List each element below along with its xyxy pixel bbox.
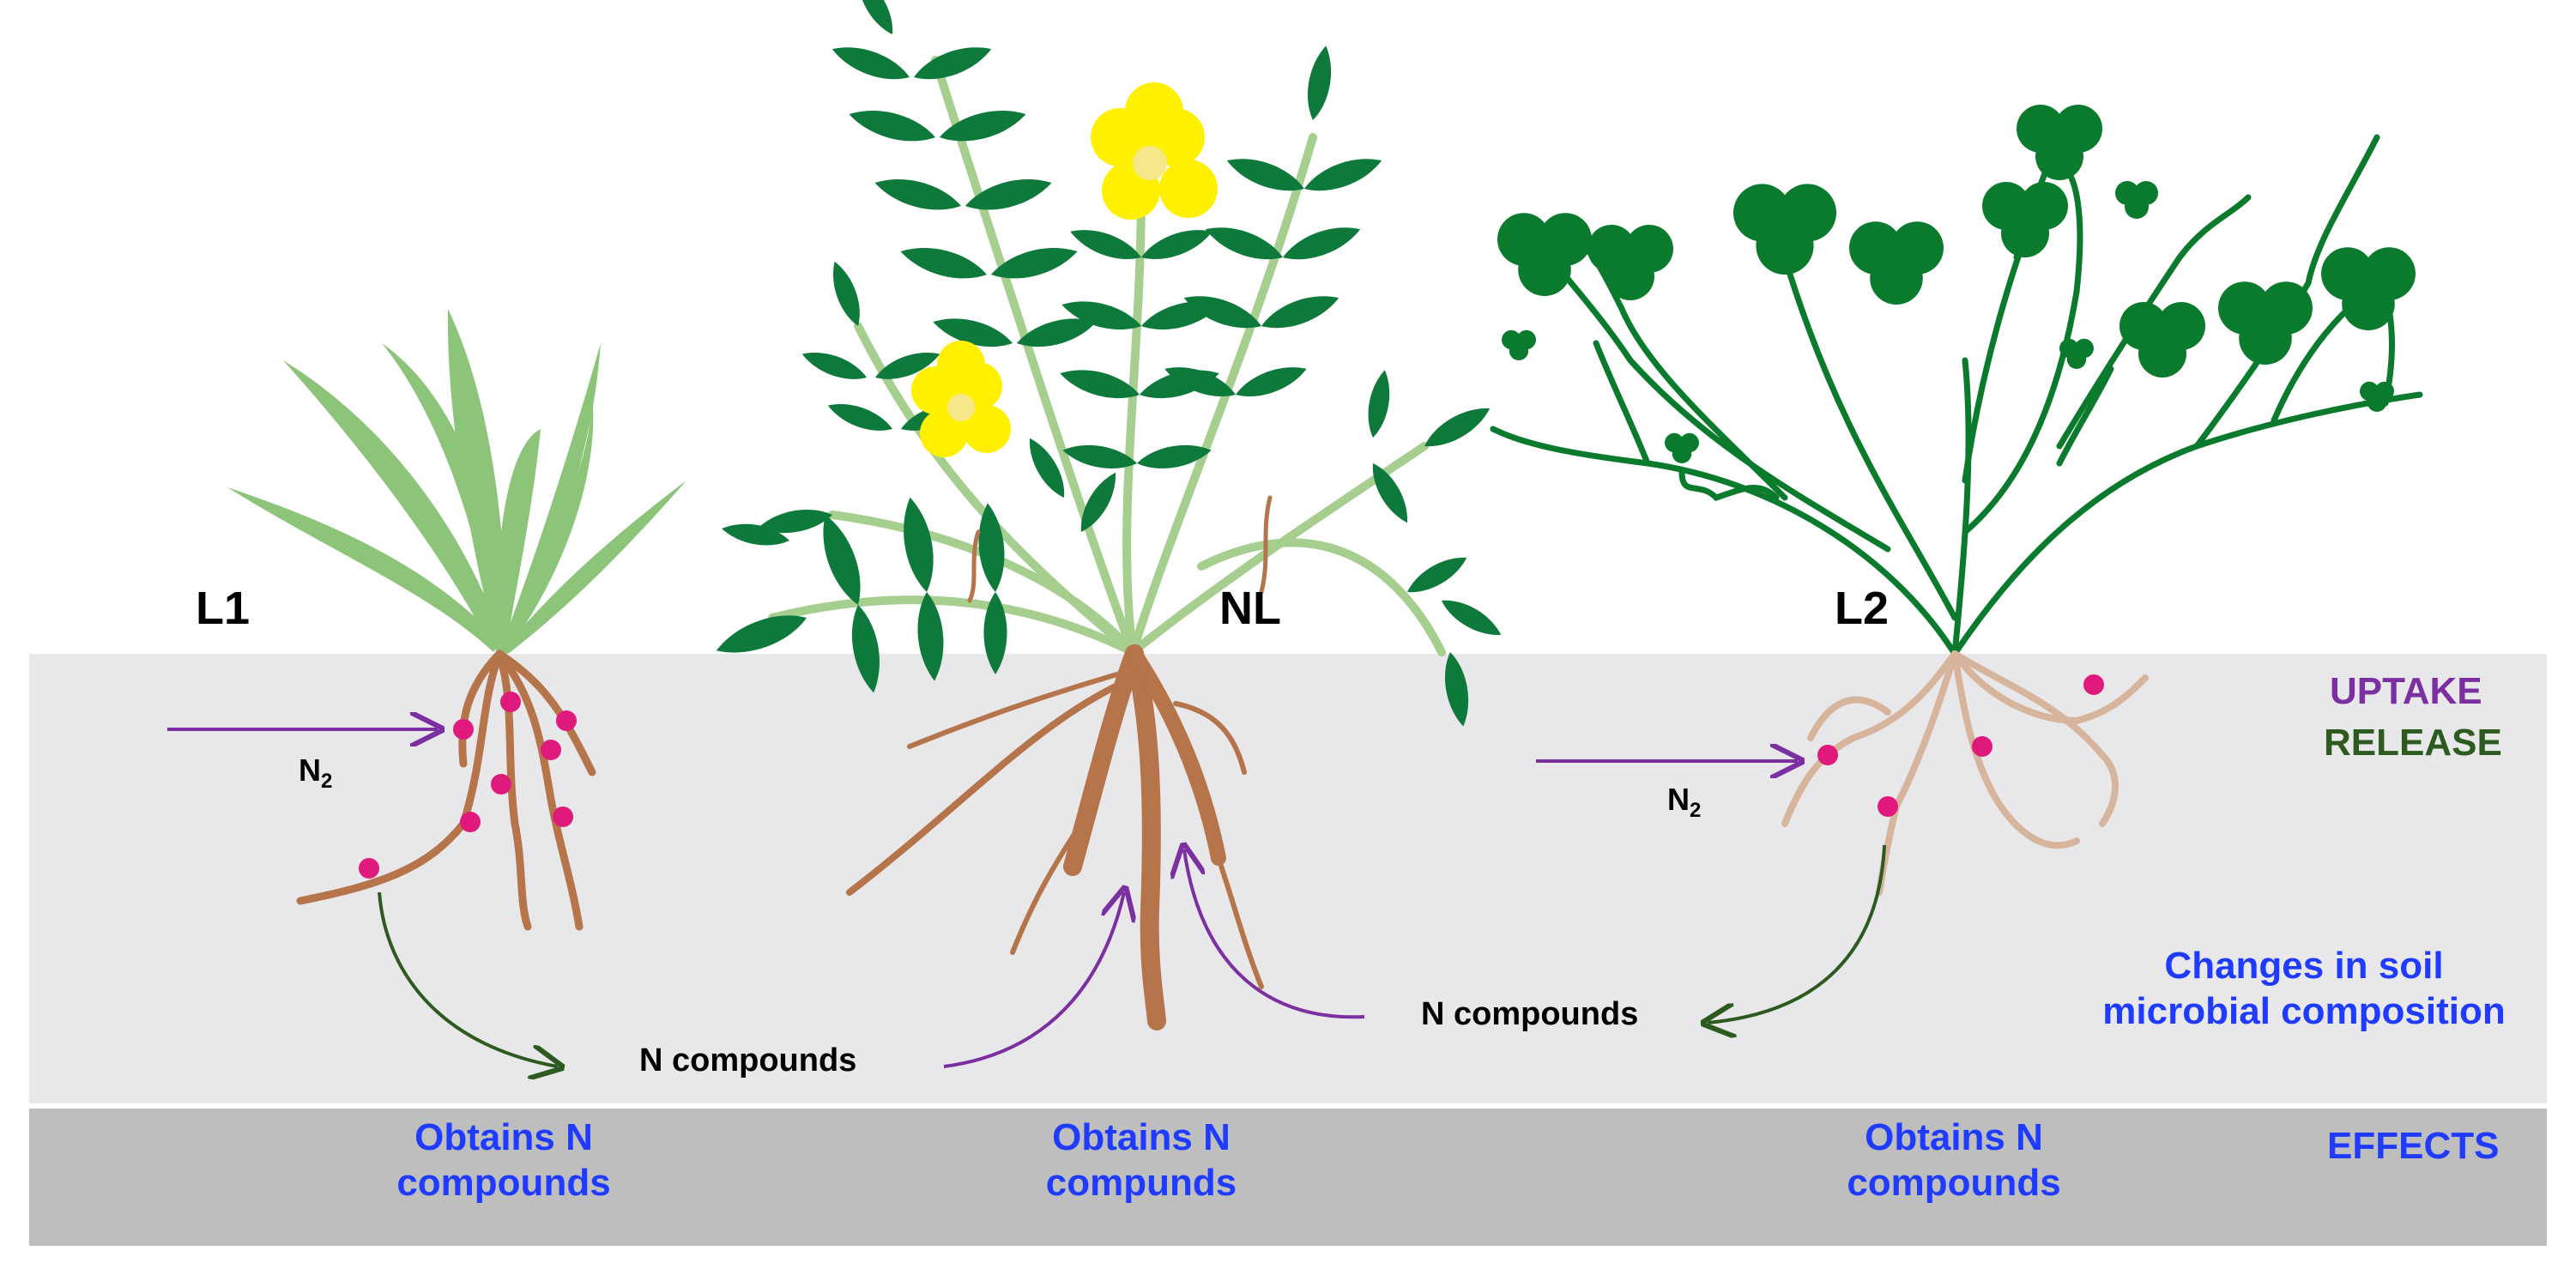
nl-effect-text: Obtains N compunds: [1045, 1116, 1237, 1204]
l1-n2-label: N2: [299, 752, 333, 794]
release-arrows: [378, 844, 1886, 1067]
effects-band: [29, 1109, 2547, 1246]
nl-plant: [711, 0, 1506, 1030]
changes-in-soil-text: Changes in soil microbial composition: [2102, 945, 2506, 1032]
l2-label: L2: [1835, 583, 1890, 634]
l1-effect-text: Obtains N compounds: [396, 1116, 611, 1204]
fern-fronds: [711, 0, 1506, 728]
l1-release-arrow: [378, 891, 558, 1067]
l1-plant: [227, 309, 686, 931]
l1-label: L1: [196, 583, 251, 634]
soil-band: [29, 654, 2547, 1103]
nl-label: NL: [1219, 583, 1281, 634]
release-legend: RELEASE: [2324, 722, 2502, 764]
n-compounds-left: N compounds: [639, 1042, 857, 1079]
effects-title: EFFECTS: [2327, 1125, 2500, 1167]
nl-uptake-arrow-left: [943, 892, 1124, 1068]
nl-uptake-arrow-right: [1184, 849, 1365, 1019]
l2-plant: [1490, 105, 2423, 896]
l2-release-arrow: [1708, 844, 1886, 1023]
uptake-arrows: [167, 729, 1798, 1068]
yellow-flowers: [911, 82, 1218, 457]
l2-effect-text: Obtains N compounds: [1847, 1116, 2061, 1204]
n-compounds-right: N compounds: [1421, 996, 1639, 1032]
uptake-legend: UPTAKE: [2330, 670, 2482, 712]
l2-n2-label: N2: [1667, 782, 1702, 823]
